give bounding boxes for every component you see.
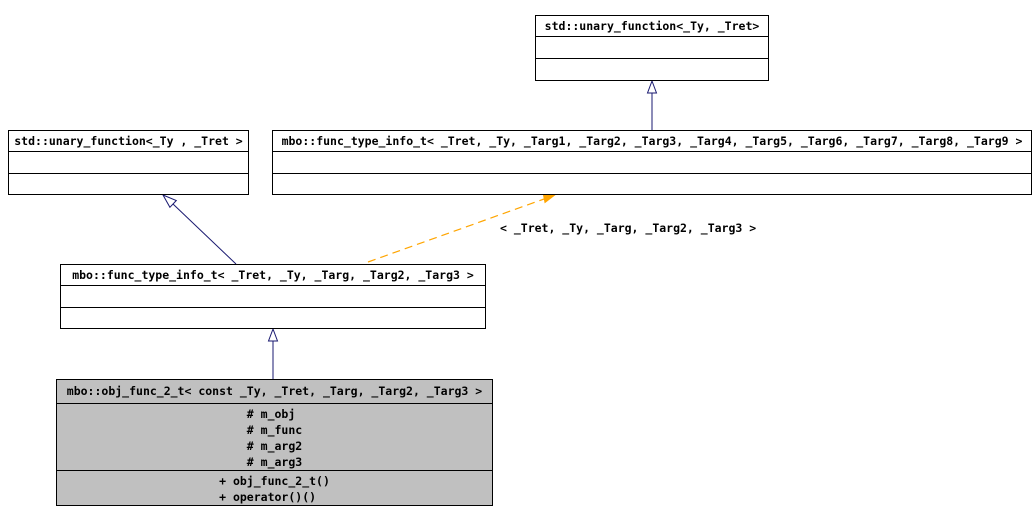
attribute-m-arg3: # m_arg3: [246, 455, 303, 469]
class-title: mbo::obj_func_2_t< const _Ty, _Tret, _Ta…: [66, 384, 483, 398]
operation-constructor: + obj_func_2_t(): [219, 474, 330, 488]
hollow-triangle-arrowhead-icon: [161, 193, 178, 209]
class-title: std::unary_function<_Ty , _Tret >: [14, 134, 243, 148]
class-box-func-type-info-t-5args[interactable]: mbo::func_type_info_t< _Tret, _Ty, _Targ…: [60, 264, 486, 329]
empty-operations-compartment: [273, 172, 1031, 195]
operation-call-operator: + operator()(): [219, 490, 317, 504]
hollow-triangle-arrowhead-icon: [267, 327, 279, 342]
empty-operations-compartment: [536, 58, 768, 80]
inheritance-edge-bottom-to-middle: [267, 327, 279, 379]
inheritance-edge-right-to-top: [646, 79, 658, 130]
inheritance-edge-middle-to-left: [161, 193, 237, 265]
empty-attributes-compartment: [61, 285, 485, 307]
empty-attributes-compartment: [273, 151, 1031, 173]
hollow-triangle-arrowhead-icon: [646, 79, 658, 94]
template-args-label: < _Tret, _Ty, _Targ, _Targ2, _Targ3 >: [500, 221, 757, 235]
attributes-compartment: # m_obj # m_func # m_arg2 # m_arg3: [57, 403, 492, 470]
operations-compartment: + obj_func_2_t() + operator()(): [57, 470, 492, 505]
empty-attributes-compartment: [9, 151, 248, 173]
attribute-m-arg2: # m_arg2: [246, 439, 303, 453]
class-title: std::unary_function<_Ty, _Tret>: [544, 19, 760, 33]
attribute-m-func: # m_func: [246, 423, 303, 437]
attribute-m-obj: # m_obj: [246, 407, 296, 421]
class-box-std-unary-function-top: std::unary_function<_Ty, _Tret>: [535, 15, 769, 81]
class-title: mbo::func_type_info_t< _Tret, _Ty, _Targ…: [72, 268, 474, 282]
empty-operations-compartment: [61, 306, 485, 329]
empty-attributes-compartment: [536, 36, 768, 58]
empty-operations-compartment: [9, 172, 248, 195]
class-box-std-unary-function-left: std::unary_function<_Ty , _Tret >: [8, 130, 249, 195]
class-title: mbo::func_type_info_t< _Tret, _Ty, _Targ…: [281, 134, 1023, 148]
class-box-func-type-info-t-9args[interactable]: mbo::func_type_info_t< _Tret, _Ty, _Targ…: [272, 130, 1032, 195]
class-box-obj-func-2-t-current: mbo::obj_func_2_t< const _Ty, _Tret, _Ta…: [56, 379, 493, 506]
